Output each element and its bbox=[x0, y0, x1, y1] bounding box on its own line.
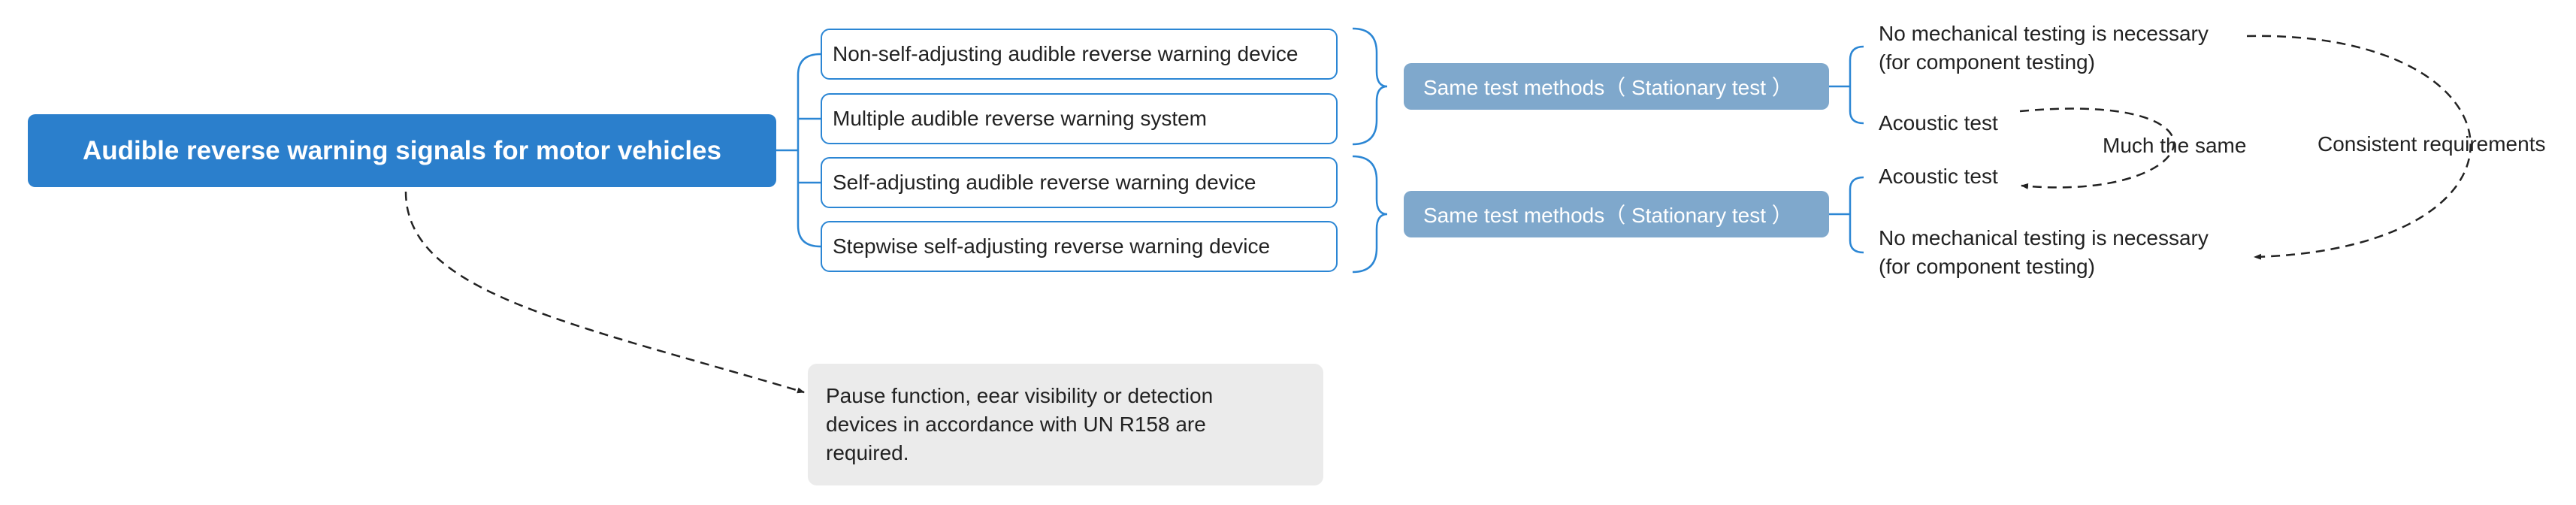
root-to-note-arrow bbox=[404, 191, 805, 394]
much-the-same-label: Much the same bbox=[2103, 134, 2247, 157]
note-box: Pause function, eear visibility or detec… bbox=[808, 364, 1323, 485]
group1-mechanical-line2: (for component testing) bbox=[1879, 50, 2095, 74]
device-multiple-system: Multiple audible reverse warning system bbox=[821, 93, 1338, 144]
device-self-adjusting: Self-adjusting audible reverse warning d… bbox=[821, 157, 1338, 208]
note-line1: Pause function, eear visibility or detec… bbox=[826, 384, 1214, 407]
test-method-group2: Same test methods（ Stationary test ） bbox=[1404, 191, 1829, 237]
group2-leaf-connector bbox=[1829, 176, 1864, 254]
root-topic: Audible reverse warning signals for moto… bbox=[28, 114, 776, 187]
group2-mechanical-line1: No mechanical testing is necessary bbox=[1879, 226, 2209, 249]
group2-mechanical-leaf: No mechanical testing is necessary (for … bbox=[1879, 224, 2209, 281]
consistent-requirements-label: Consistent requirements bbox=[2317, 132, 2546, 156]
group1-leaf-connector bbox=[1829, 45, 1864, 125]
group2-acoustic-leaf: Acoustic test bbox=[1879, 165, 1998, 188]
much-the-same-arrow bbox=[2019, 107, 2175, 189]
group1-mechanical-leaf: No mechanical testing is necessary (for … bbox=[1879, 20, 2209, 77]
group1-mechanical-line1: No mechanical testing is necessary bbox=[1879, 22, 2209, 45]
group2-brace bbox=[1352, 155, 1388, 274]
note-line2: devices in accordance with UN R158 are bbox=[826, 413, 1206, 436]
group1-acoustic-leaf: Acoustic test bbox=[1879, 111, 1998, 135]
consistent-requirements-arrow bbox=[2246, 35, 2472, 260]
root-to-devices-connector bbox=[776, 53, 821, 248]
device-non-self-adjusting: Non-self-adjusting audible reverse warni… bbox=[821, 29, 1338, 80]
note-line3: required. bbox=[826, 441, 909, 464]
group1-brace bbox=[1352, 27, 1388, 146]
group2-mechanical-line2: (for component testing) bbox=[1879, 255, 2095, 278]
test-method-group1: Same test methods（ Stationary test ） bbox=[1404, 63, 1829, 110]
device-stepwise-self-adjusting: Stepwise self-adjusting reverse warning … bbox=[821, 221, 1338, 272]
